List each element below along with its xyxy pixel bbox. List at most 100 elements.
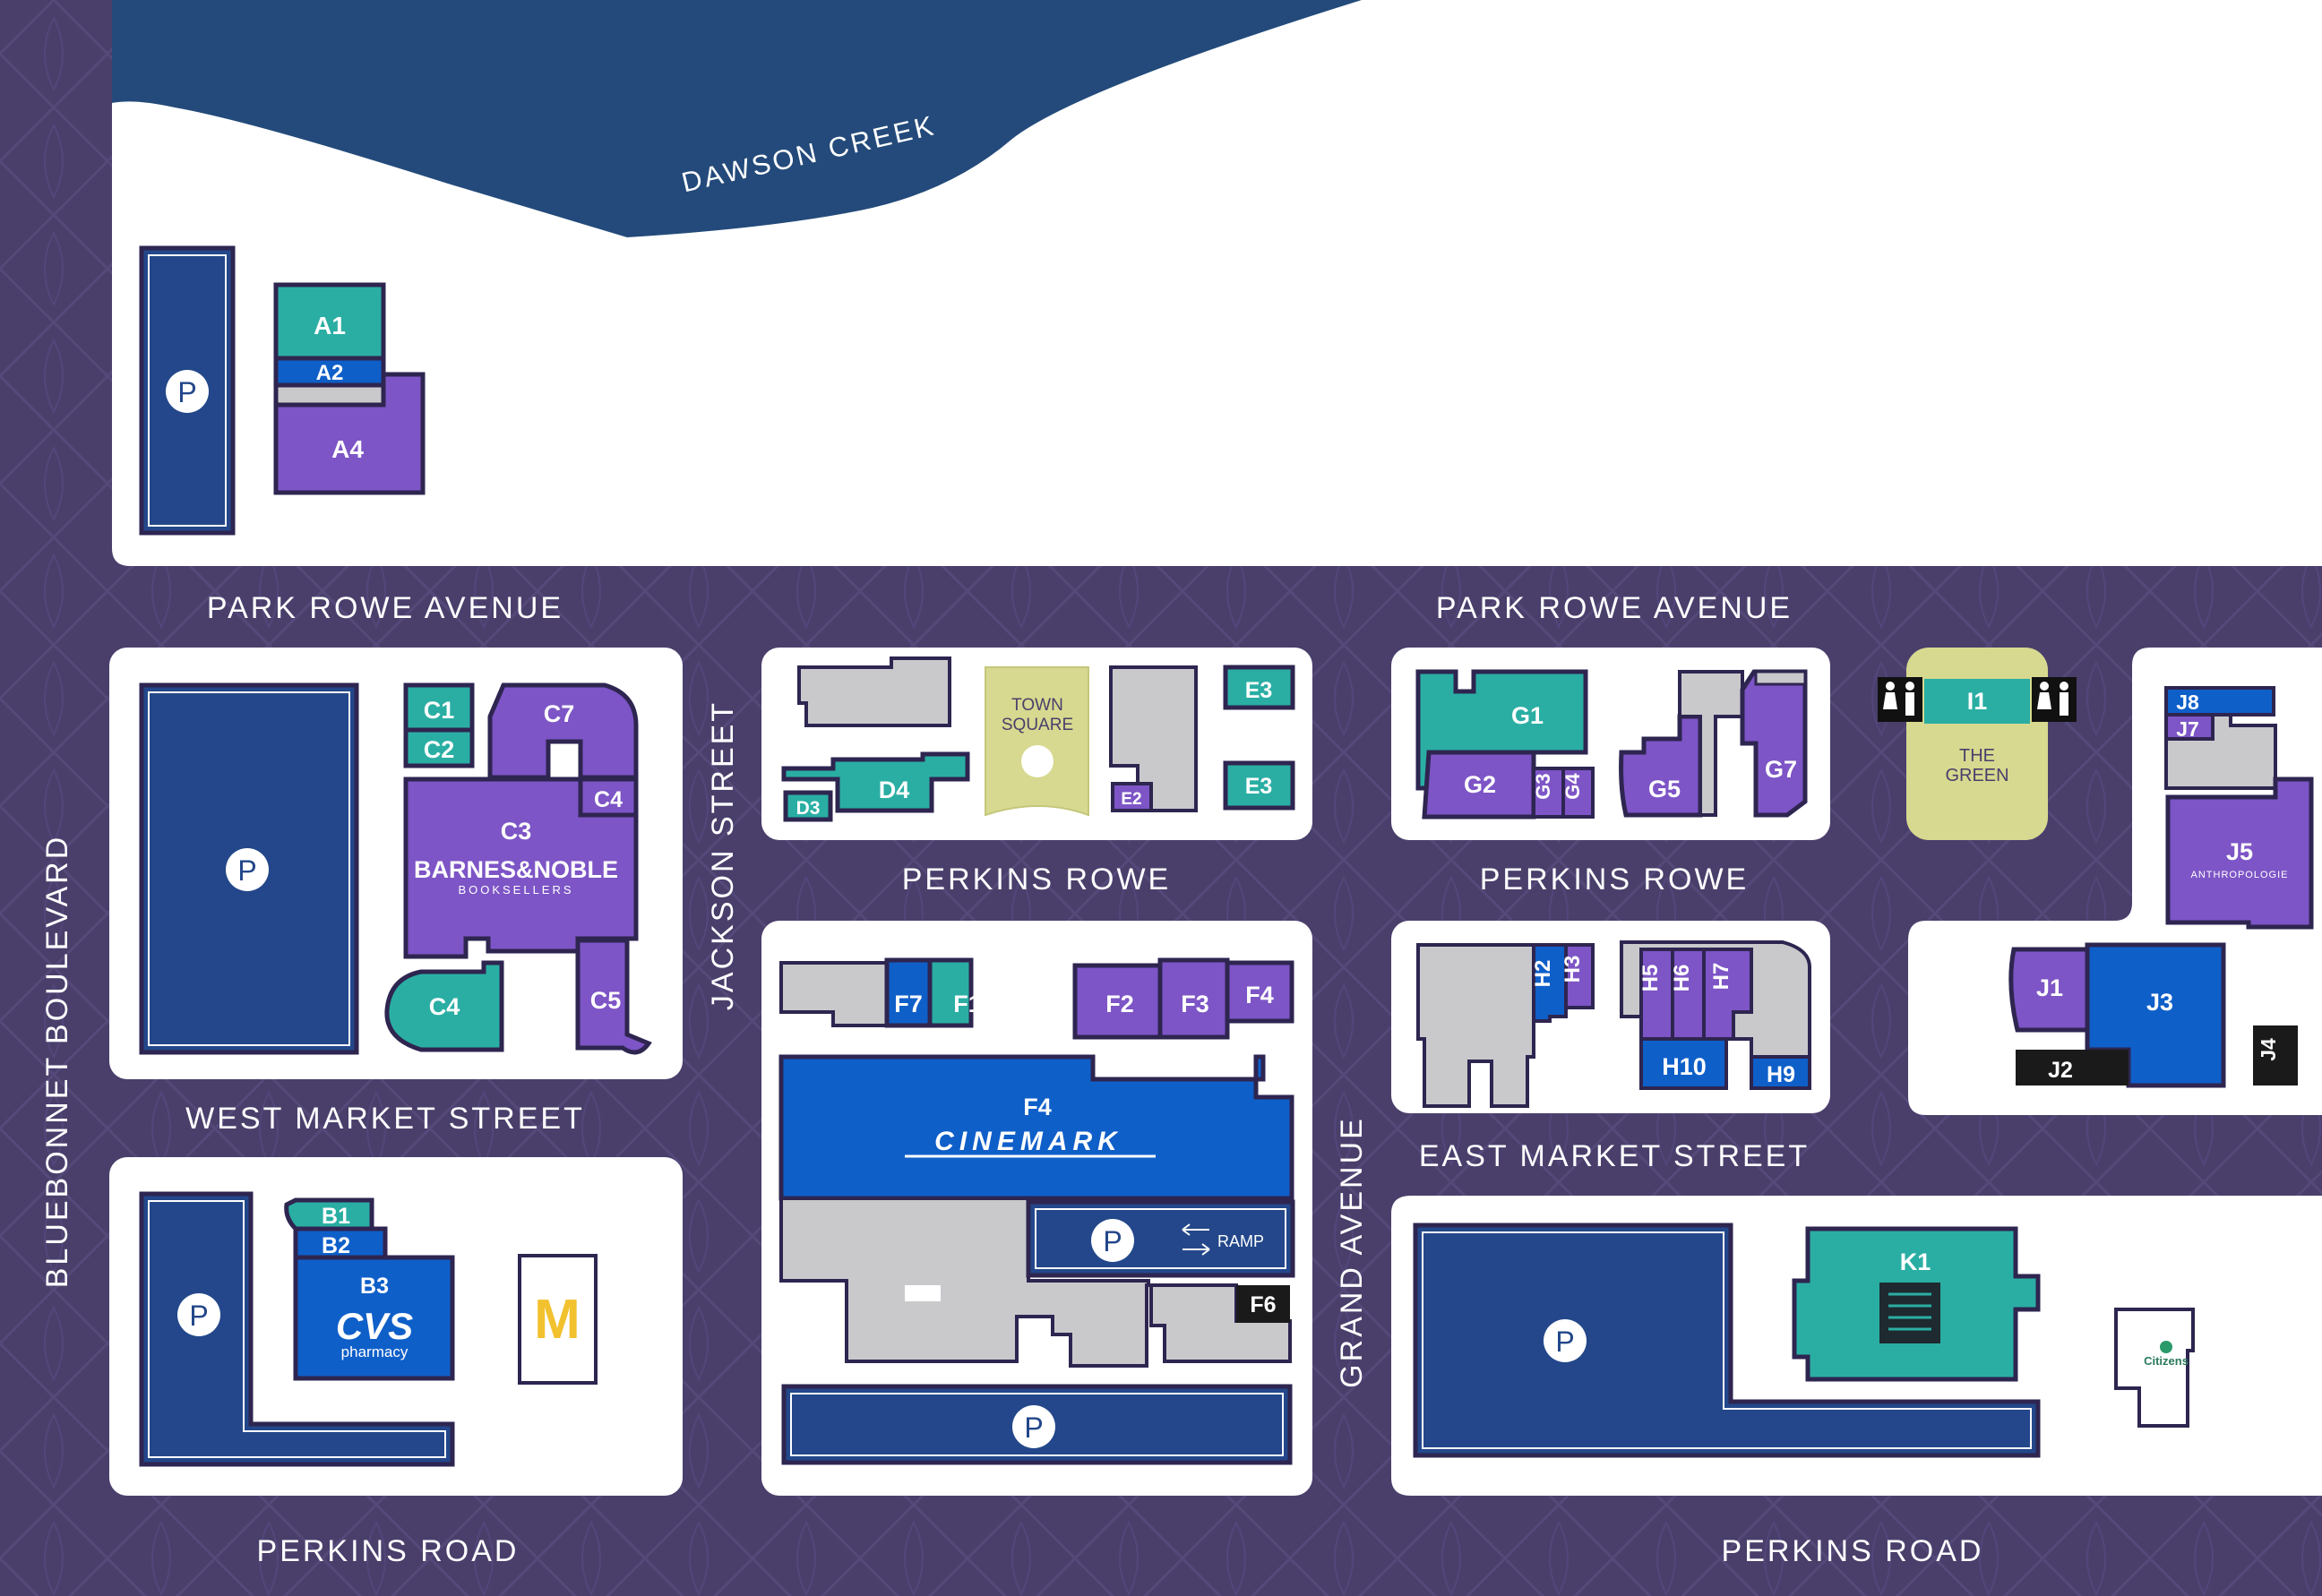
building-gray-f2 [779, 1197, 1150, 1368]
svg-text:P: P [177, 376, 196, 408]
unit-f4-small[interactable] [1225, 960, 1294, 1024]
unit-f1[interactable] [927, 957, 974, 1028]
parking-icon: P [1091, 1219, 1134, 1262]
parking-icon: P [1544, 1319, 1587, 1362]
svg-text:J1: J1 [2036, 974, 2063, 1001]
restroom-icon [2032, 677, 2077, 722]
cinemark-logo: CINEMARK [934, 1127, 1122, 1156]
street-bluebonnet: BLUEBONNET BOULEVARD [40, 835, 74, 1289]
svg-text:H7: H7 [1709, 963, 1733, 991]
unit-h3[interactable] [1564, 943, 1595, 1009]
street-perkins-rowe-east: PERKINS ROWE [1480, 862, 1749, 897]
unit-c5[interactable] [575, 938, 652, 1055]
svg-text:pharmacy: pharmacy [341, 1343, 408, 1360]
unit-c1[interactable] [403, 682, 475, 733]
street-perkins-rowe-west: PERKINS ROWE [902, 862, 1171, 897]
svg-text:F7: F7 [894, 991, 923, 1017]
svg-text:P: P [189, 1300, 208, 1332]
svg-text:C2: C2 [424, 736, 455, 763]
ramp-arrows-icon [1182, 1223, 1210, 1256]
dawson-creek [112, 0, 1362, 237]
svg-text:Citizens: Citizens [2144, 1354, 2189, 1368]
svg-text:B2: B2 [322, 1233, 350, 1258]
svg-text:J8: J8 [2176, 691, 2199, 714]
svg-text:J5: J5 [2226, 838, 2253, 865]
svg-text:TOWN: TOWN [1011, 696, 1063, 715]
svg-text:C3: C3 [501, 818, 532, 845]
unit-d4[interactable] [781, 751, 970, 813]
block-h: H2 H3 H5 H6 H7 H10 H9 [1391, 921, 1830, 1113]
svg-text:F3: F3 [1181, 991, 1209, 1017]
unit-a2[interactable] [273, 356, 386, 388]
svg-text:C7: C7 [544, 700, 575, 727]
block-g: G1 G2 G3 G4 G5 G7 [1391, 648, 1830, 840]
unit-b3[interactable] [293, 1255, 455, 1381]
svg-text:D4: D4 [879, 777, 910, 803]
unit-f4-cinemark[interactable] [778, 1054, 1294, 1201]
street-west-market: WEST MARKET STREET [185, 1102, 585, 1136]
parking-icon: P [177, 1293, 220, 1336]
unit-e2[interactable] [1111, 782, 1153, 812]
unit-a4[interactable] [273, 372, 426, 495]
svg-text:P: P [237, 854, 256, 887]
svg-text:J2: J2 [2048, 1058, 2073, 1083]
svg-text:F2: F2 [1105, 991, 1134, 1017]
svg-text:SQUARE: SQUARE [1002, 716, 1073, 734]
svg-text:F6: F6 [1250, 1292, 1276, 1317]
block-b: P B1 B2 B3 CVS pharmacy M [109, 1157, 683, 1496]
svg-text:E3: E3 [1245, 774, 1273, 799]
anthropologie-logo: ANTHROPOLOGIE [2191, 870, 2289, 880]
svg-text:B3: B3 [360, 1274, 389, 1299]
unit-g3[interactable] [1532, 767, 1565, 819]
svg-text:F4: F4 [1245, 982, 1274, 1008]
unit-g4[interactable] [1561, 767, 1595, 819]
svg-text:G2: G2 [1464, 771, 1496, 798]
svg-text:RAMP: RAMP [1217, 1232, 1264, 1250]
parking-icon: P [166, 370, 209, 413]
svg-text:H5: H5 [1638, 965, 1663, 992]
unit-j1[interactable] [2008, 947, 2090, 1033]
svg-text:C1: C1 [424, 697, 455, 724]
unit-c2[interactable] [403, 727, 475, 768]
unit-d3[interactable] [783, 790, 833, 822]
svg-text:I1: I1 [1967, 688, 1988, 715]
unit-j4[interactable] [2253, 1025, 2298, 1085]
svg-text:P: P [1103, 1225, 1122, 1257]
unit-c7[interactable] [487, 682, 639, 780]
svg-text:A4: A4 [331, 435, 364, 463]
block-c: P C1 C2 C7 C3 BARNES&NOBLE BOOKSELLERS C… [109, 648, 683, 1079]
street-perkins-road-east: PERKINS ROAD [1722, 1534, 1984, 1568]
mcdonalds-logo: M [534, 1289, 580, 1351]
svg-text:F1: F1 [953, 991, 982, 1017]
unit-c4-lower[interactable] [384, 960, 504, 1052]
svg-text:G3: G3 [1532, 773, 1554, 799]
unit-h6[interactable] [1671, 948, 1706, 1041]
mcdonalds-building[interactable] [518, 1254, 598, 1385]
unit-j5[interactable] [2165, 777, 2314, 930]
town-square[interactable] [985, 666, 1089, 817]
svg-text:C5: C5 [590, 987, 622, 1014]
street-park-rowe-east: PARK ROWE AVENUE [1436, 591, 1793, 625]
svg-text:THE: THE [1959, 746, 1995, 766]
citizens-bank-building[interactable] [2114, 1308, 2195, 1428]
unit-h9[interactable] [1750, 1055, 1811, 1090]
parking-icon: P [1012, 1405, 1055, 1448]
unit-j2[interactable] [2016, 1050, 2128, 1085]
svg-text:G7: G7 [1765, 756, 1797, 783]
street-grand: GRAND AVENUE [1335, 1116, 1369, 1388]
svg-text:B1: B1 [322, 1204, 350, 1229]
unit-g5[interactable] [1619, 714, 1703, 818]
svg-text:A2: A2 [316, 361, 344, 385]
restroom-icon [1878, 677, 1922, 722]
unit-i1[interactable] [1924, 679, 2030, 724]
svg-text:C4: C4 [429, 993, 460, 1020]
unit-f6[interactable] [1236, 1285, 1290, 1323]
svg-text:J7: J7 [2176, 717, 2199, 741]
unit-c4-upper[interactable] [578, 777, 639, 818]
unit-e3-top[interactable] [1223, 665, 1295, 710]
unit-h5[interactable] [1639, 948, 1674, 1041]
unit-e3-bottom[interactable] [1223, 760, 1295, 811]
unit-g7[interactable] [1740, 669, 1808, 818]
unit-h10[interactable] [1639, 1037, 1728, 1090]
